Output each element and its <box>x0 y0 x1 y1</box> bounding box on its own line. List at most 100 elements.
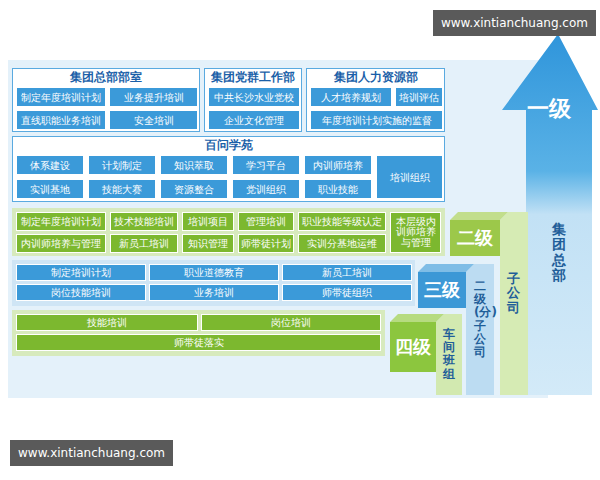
task-label: 知识管理 <box>186 238 230 249</box>
task-label: 培训评估 <box>397 92 441 103</box>
task-label: 制定年度培训计划 <box>19 216 103 227</box>
step-face <box>390 322 436 372</box>
task-label: 人才培养规划 <box>319 92 383 103</box>
task-box: 计划制定 <box>88 155 156 175</box>
task-label: 中共长沙水业党校 <box>212 92 296 103</box>
task-box: 制定年度培训计划 <box>16 87 106 107</box>
panel-heading: 集团人力资源部 <box>307 69 444 85</box>
step-top <box>390 314 444 322</box>
task-label: 年度培训计划实施的监督 <box>320 115 434 126</box>
panel-heading: 百问学苑 <box>13 137 444 153</box>
step-face <box>418 272 466 308</box>
task-label: 新员工培训 <box>320 267 374 278</box>
task-label: 安全培训 <box>132 115 176 126</box>
task-label: 内训师培养 <box>311 160 365 171</box>
task-box: 学习平台 <box>232 155 300 175</box>
green-band <box>12 208 445 256</box>
department-panel: 集团党群工作部中共长沙水业党校企业文化管理 <box>204 68 302 132</box>
level-name: 二级 <box>450 220 500 256</box>
task-box: 职业道德教育 <box>149 264 279 281</box>
task-label: 师带徒组织 <box>320 287 374 298</box>
task-label: 师带徒计划 <box>239 238 293 249</box>
level-unit: 集团总部 <box>552 222 566 284</box>
level-unit: 车间班组 <box>443 328 455 381</box>
task-label: 职业技能 <box>316 184 360 195</box>
task-box: 岗位技能培训 <box>16 284 146 301</box>
panel-heading: 集团总部部室 <box>13 69 199 85</box>
task-box: 制定年度培训计划 <box>16 212 106 231</box>
task-label: 技能大赛 <box>100 184 144 195</box>
task-box: 技能大赛 <box>88 179 156 199</box>
task-label: 职业技能等级认定 <box>300 216 384 227</box>
task-box: 直线职能业务培训 <box>16 110 106 130</box>
task-label: 资源整合 <box>172 184 216 195</box>
task-label: 知识萃取 <box>172 160 216 171</box>
step-side <box>500 212 528 395</box>
department-panel: 集团人力资源部人才培养规划 培训评估年度培训计划实施的监督 <box>306 68 445 132</box>
backdrop-panel <box>8 60 548 398</box>
blue-band <box>12 260 415 306</box>
task-box: 培训评估 <box>395 87 443 107</box>
task-box: 技术技能培训 <box>110 212 178 231</box>
task-box: 新员工培训 <box>110 234 178 253</box>
task-box: 知识萃取 <box>160 155 228 175</box>
task-label: 体系建设 <box>28 160 72 171</box>
task-label: 制定年度培训计划 <box>19 92 103 103</box>
task-box: 安全培训 <box>109 110 198 130</box>
task-box: 实训分基地运维 <box>298 234 386 253</box>
task-label: 业务提升培训 <box>122 92 186 103</box>
task-label: 实训基地 <box>28 184 72 195</box>
task-box: 师带徒计划 <box>238 234 294 253</box>
task-label: 业务培训 <box>192 287 236 298</box>
task-label: 学习平台 <box>244 160 288 171</box>
task-label: 制定培训计划 <box>49 267 113 278</box>
panel-heading: 集团党群工作部 <box>205 69 301 85</box>
task-box: 中共长沙水业党校 <box>208 87 300 107</box>
task-label: 内训师培养与管理 <box>19 238 103 249</box>
step-side <box>436 314 462 395</box>
level-name: 四级 <box>390 322 436 372</box>
task-box: 制定培训计划 <box>16 264 146 281</box>
level-step: 四级车间班组 <box>390 314 462 395</box>
task-box: 师带徒落实 <box>16 334 381 351</box>
task-label: 师带徒落实 <box>172 337 226 348</box>
task-box: 内训师培养与管理 <box>16 234 106 253</box>
watermark: www.xintianchuang.com <box>10 440 173 466</box>
task-box: 新员工培训 <box>282 264 412 281</box>
task-box: 师带徒组织 <box>282 284 412 301</box>
level-name: 三级 <box>418 272 466 308</box>
step-top <box>450 212 508 220</box>
task-box: 本层级内训师培养与管理 <box>390 212 441 253</box>
task-label: 企业文化管理 <box>222 115 286 126</box>
task-label: 党训组织 <box>244 184 288 195</box>
level-unit: 二级(分)子公司 <box>474 280 486 359</box>
task-box: 岗位培训 <box>201 314 381 331</box>
task-label: 岗位培训 <box>269 317 313 328</box>
department-panel: 百问学苑体系建设 计划制定 知识萃取 学习平台 内训师培养培训组织实训基地 技能大赛 资源整… <box>12 136 445 202</box>
task-box: 业务培训 <box>149 284 279 301</box>
task-label: 新员工培训 <box>117 238 171 249</box>
task-label: 计划制定 <box>100 160 144 171</box>
task-label: 岗位技能培训 <box>49 287 113 298</box>
task-box: 资源整合 <box>160 179 228 199</box>
step-top <box>418 264 474 272</box>
task-box: 体系建设 <box>16 155 84 175</box>
task-label: 技术技能培训 <box>112 216 176 227</box>
step-side <box>466 264 494 395</box>
task-box: 实训基地 <box>16 179 84 199</box>
task-label: 直线职能业务培训 <box>19 115 103 126</box>
level-unit: 子公司 <box>507 272 520 315</box>
watermark: www.xintianchuang.com <box>433 10 596 36</box>
task-label: 培训项目 <box>186 216 230 227</box>
department-panel: 集团总部部室制定年度培训计划 业务提升培训直线职能业务培训 安全培训 <box>12 68 200 132</box>
task-box: 人才培养规划 <box>310 87 392 107</box>
task-box: 企业文化管理 <box>208 110 300 130</box>
task-label: 管理培训 <box>244 216 288 227</box>
task-box: 技能培训 <box>16 314 198 331</box>
level-name: 一级 <box>500 96 598 122</box>
task-label: 本层级内训师培养与管理 <box>391 217 440 248</box>
task-box: 职业技能 <box>304 179 372 199</box>
task-box: 内训师培养 <box>304 155 372 175</box>
task-box: 知识管理 <box>182 234 234 253</box>
task-box: 培训组织 <box>376 155 443 199</box>
